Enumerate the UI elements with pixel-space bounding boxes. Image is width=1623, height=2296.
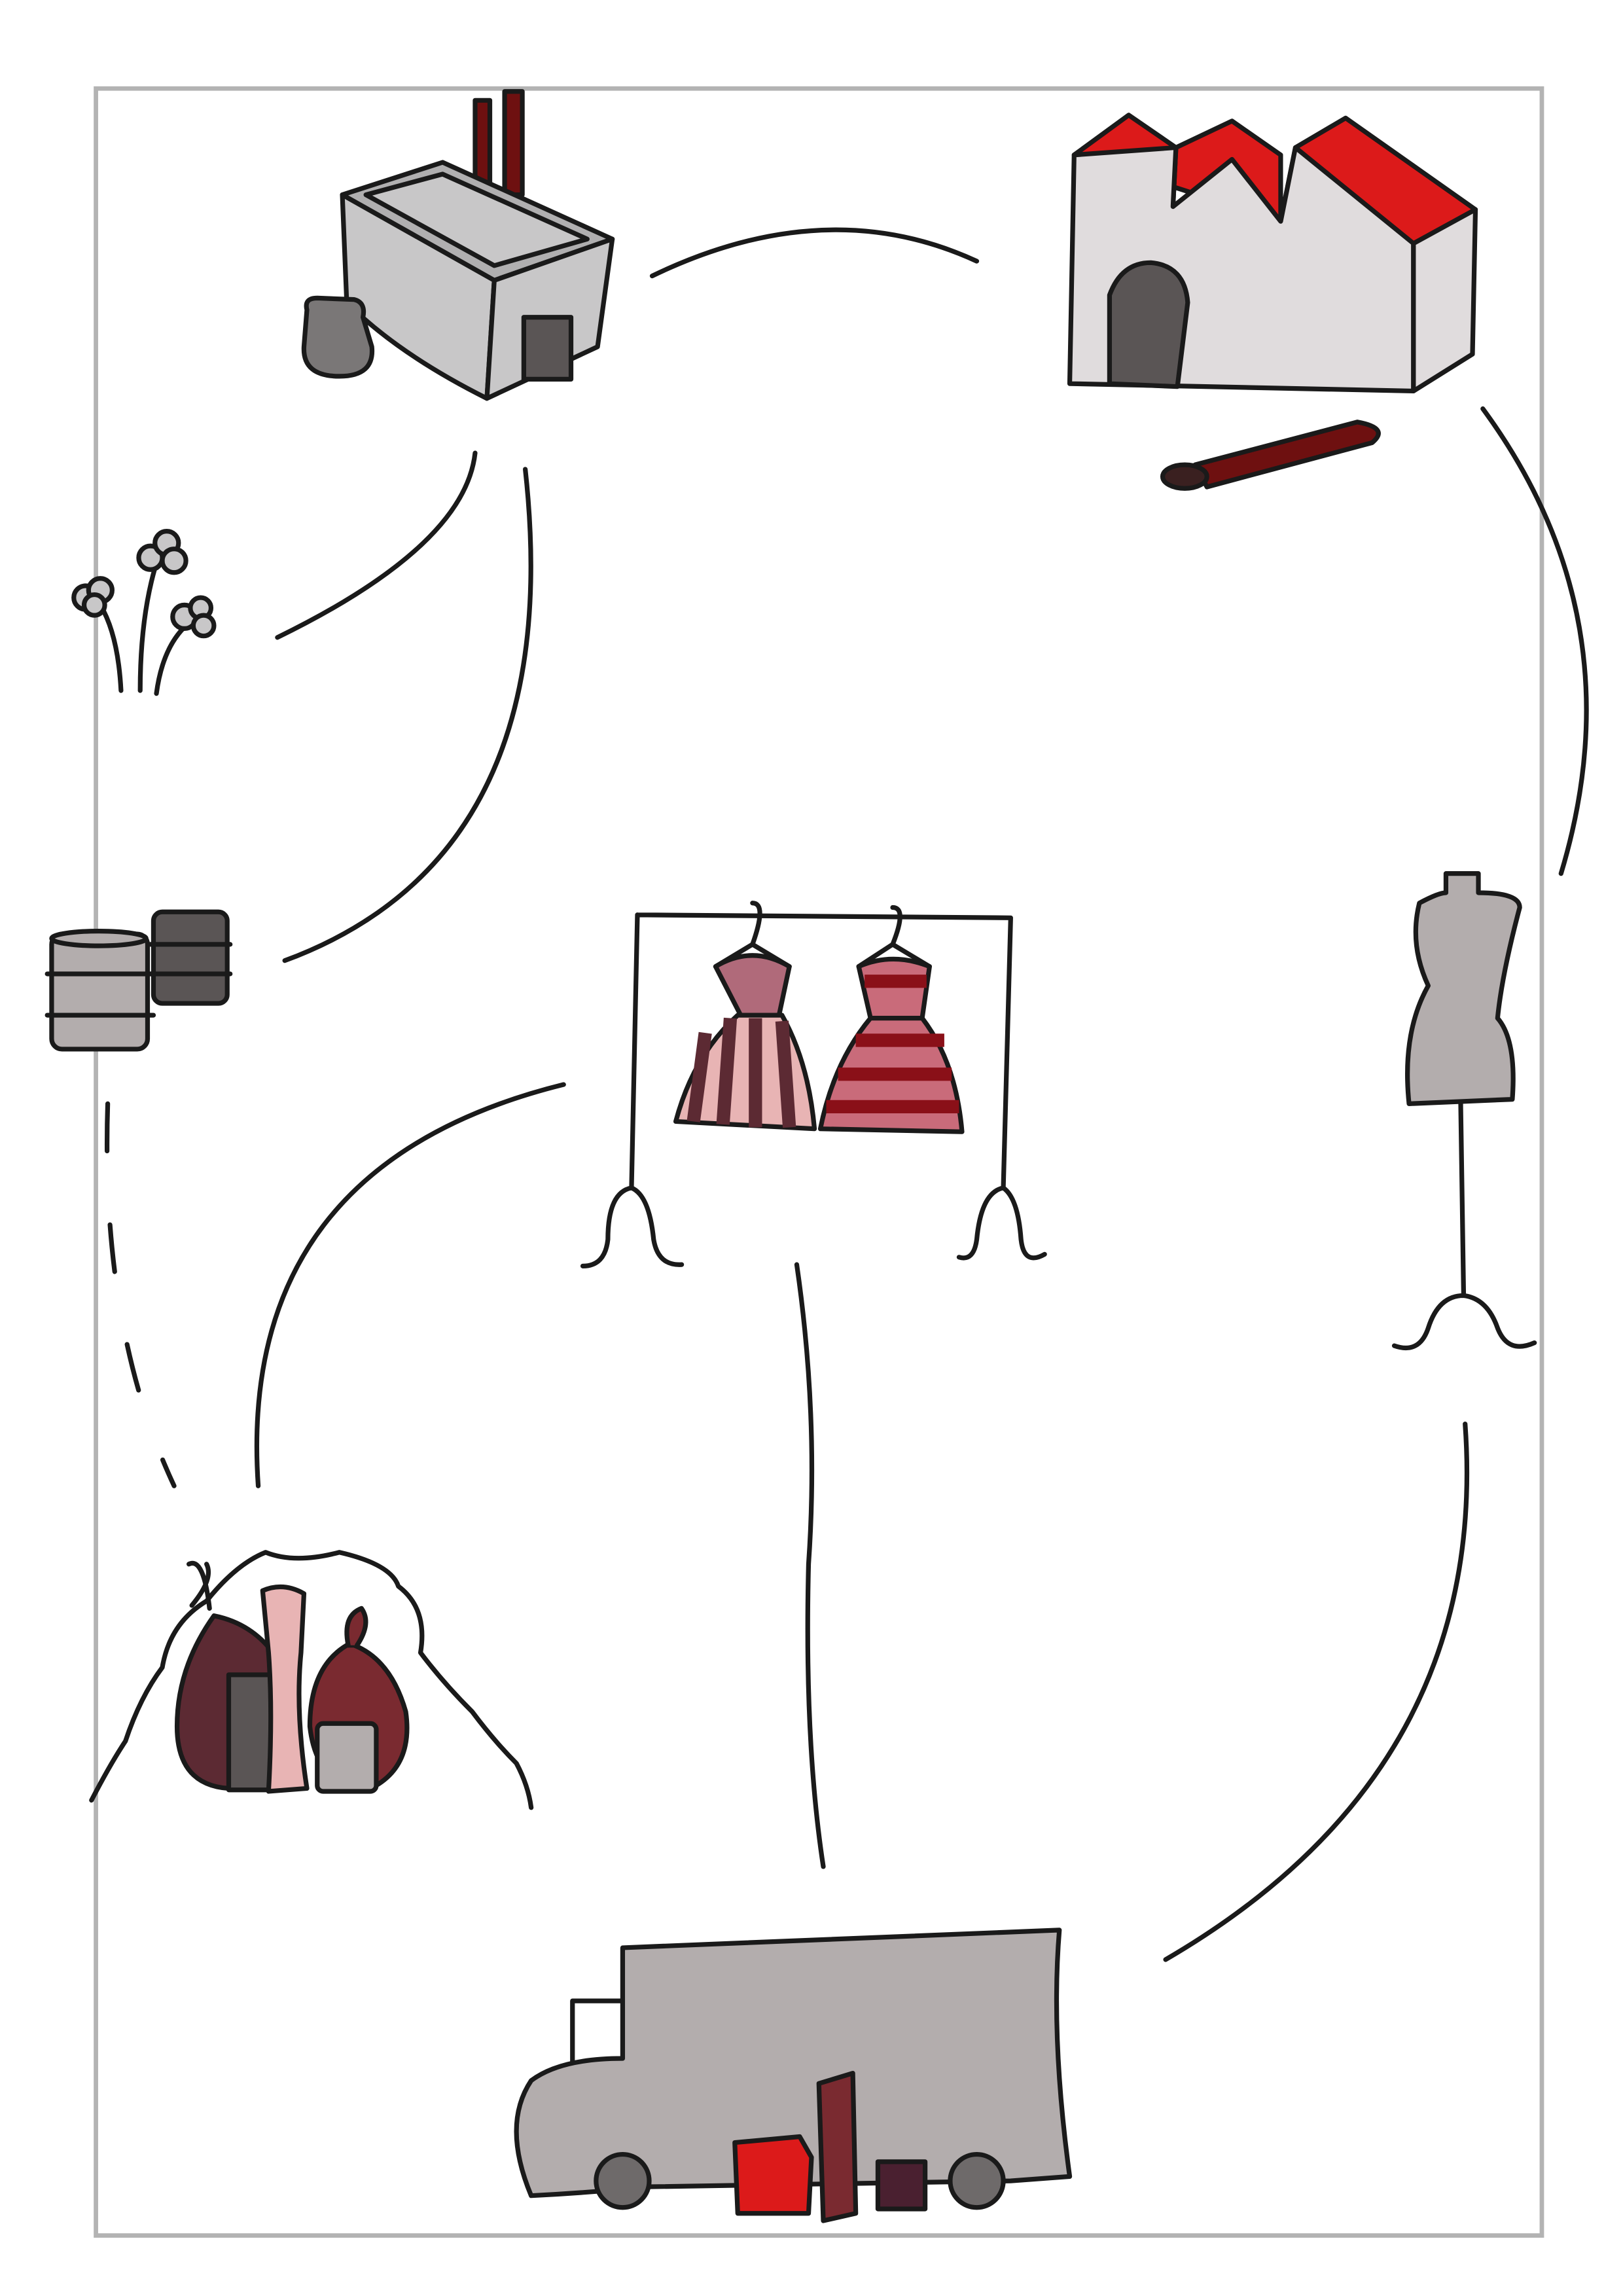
oil-barrels-icon (45, 909, 233, 1052)
textile-mill-icon (1067, 113, 1478, 394)
dress-red-striped (817, 905, 965, 1134)
connector-rack-truck (794, 1262, 826, 1869)
connector-mill-mannequin (1480, 406, 1589, 876)
dress-striped (673, 901, 817, 1132)
clothes-rack-icon (580, 901, 1047, 1268)
connector-rack-landfill (254, 1082, 566, 1488)
connector-factory-barrels (282, 467, 533, 963)
mannequin-icon (1391, 871, 1537, 1351)
cotton-plant-icon (71, 529, 217, 696)
frame (94, 86, 1544, 2238)
needle-icon (1160, 420, 1381, 491)
connector-factory-cotton (275, 450, 478, 640)
connectors (104, 227, 1589, 1962)
connector-mannequin-truck (1163, 1421, 1470, 1962)
landfill-icon (89, 1550, 534, 1810)
connector-barrels-landfill-dashed (104, 1101, 177, 1488)
factory-icon (301, 89, 615, 401)
delivery-truck-icon (514, 1928, 1073, 2223)
connector-factory-mill (649, 227, 980, 279)
